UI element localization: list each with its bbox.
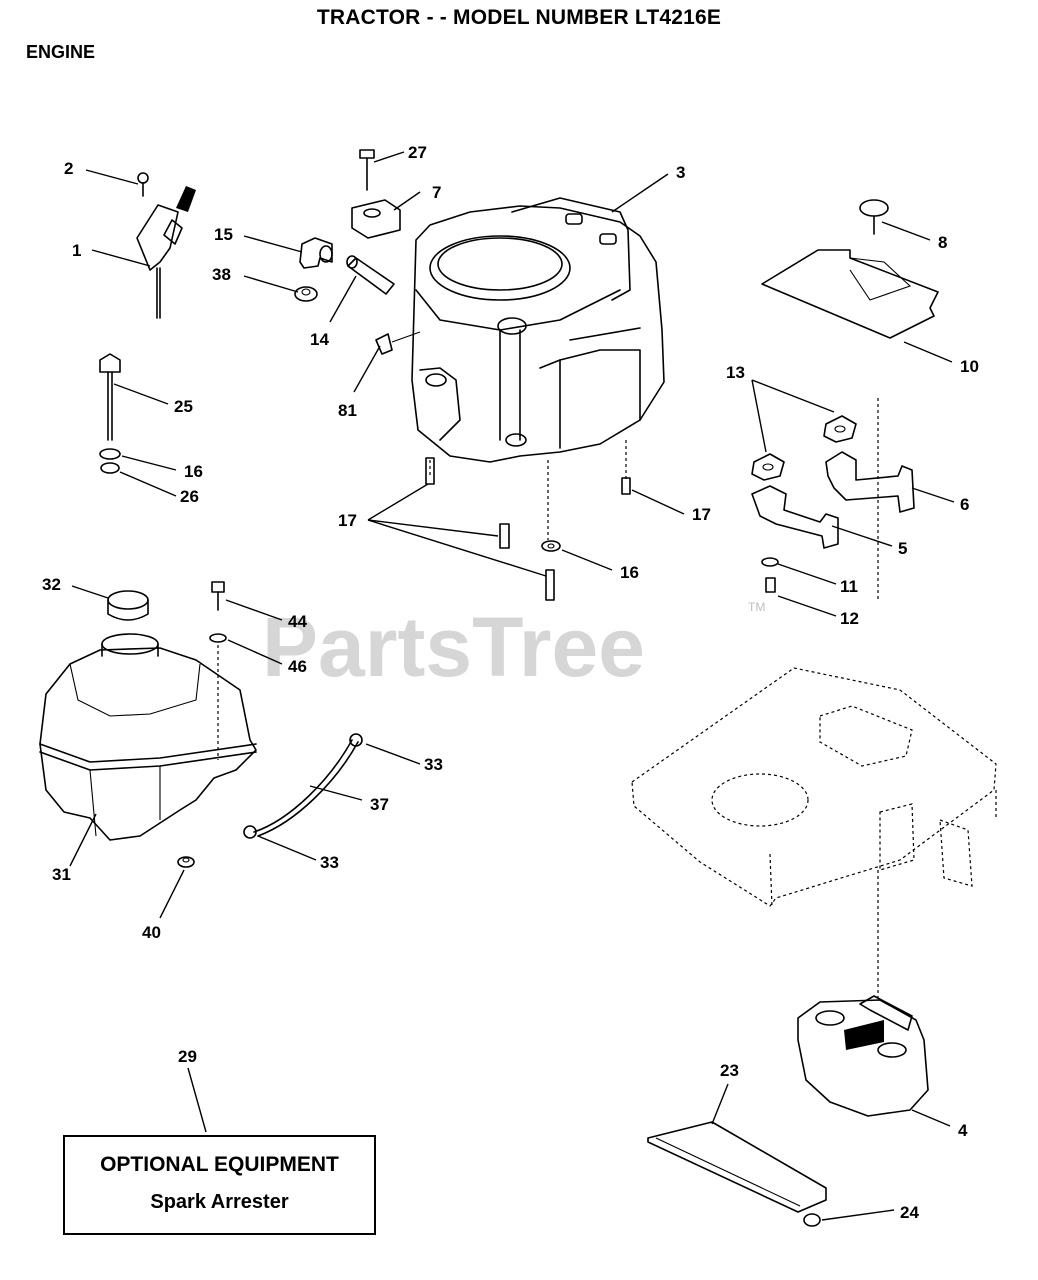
part-27-bolt: [359, 149, 375, 191]
part-12-bolt: [765, 577, 776, 593]
callout-33-bottom: 33: [320, 853, 339, 872]
callout-5: 5: [898, 539, 907, 558]
tractor-frame: [631, 667, 997, 907]
part-17-bolt-upper: [425, 457, 435, 485]
callout-15: 15: [214, 225, 233, 244]
callout-24: 24: [900, 1203, 919, 1222]
callout-2: 2: [64, 159, 73, 178]
part-1-throttle-control: [136, 186, 196, 319]
leader-lines: [69, 151, 955, 1221]
part-5-exhaust-pipe: [751, 485, 839, 549]
part-46-washer: [209, 633, 227, 643]
callout-13: 13: [726, 363, 745, 382]
callout-1: 1: [72, 241, 81, 260]
callout-23: 23: [720, 1061, 739, 1080]
callout-16-center: 16: [620, 563, 639, 582]
callout-44: 44: [288, 612, 307, 631]
part-7-clamp: [351, 199, 401, 239]
part-8-knob: [859, 199, 889, 235]
part-23-spark-arrester-screen: [647, 1121, 827, 1213]
part-37-fuel-line: [253, 739, 359, 837]
callout-40: 40: [142, 923, 161, 942]
part-13-gasket-top: [823, 415, 857, 443]
page-title: TRACTOR - - MODEL NUMBER LT4216E: [316, 6, 722, 29]
part-4-muffler: [797, 995, 929, 1117]
part-33-clamp-bottom: [243, 825, 257, 839]
part-16-washer-left: [99, 448, 121, 460]
callout-7: 7: [432, 183, 441, 202]
part-11-washer: [761, 557, 779, 567]
part-17-bolt-lower: [545, 569, 555, 601]
callout-81: 81: [338, 401, 357, 420]
part-6-exhaust-pipe: [825, 451, 915, 513]
watermark-tm: TM: [748, 600, 765, 614]
callout-17-left: 17: [338, 511, 357, 530]
part-14-tube: [346, 255, 395, 295]
callout-17-right: 17: [692, 505, 711, 524]
optional-equipment-title: OPTIONAL EQUIPMENT: [100, 1153, 339, 1176]
part-26-nut: [100, 462, 120, 474]
callout-25: 25: [174, 397, 193, 416]
callout-8: 8: [938, 233, 947, 252]
part-10-cover-plate: [761, 249, 939, 339]
callout-27: 27: [408, 143, 427, 162]
part-40-nut: [177, 856, 195, 868]
callout-16-left: 16: [184, 462, 203, 481]
callout-46: 46: [288, 657, 307, 676]
callout-33-top: 33: [424, 755, 443, 774]
callout-6: 6: [960, 495, 969, 514]
part-16-washer-center: [541, 540, 561, 552]
callout-38: 38: [212, 265, 231, 284]
optional-equipment-item: Spark Arrester: [150, 1191, 289, 1213]
callout-14: 14: [310, 330, 329, 349]
part-81-fitting: [375, 331, 421, 355]
optional-equipment-box: OPTIONAL EQUIPMENT Spark Arrester: [63, 1135, 376, 1235]
section-title: ENGINE: [26, 42, 96, 62]
part-3-engine: [411, 197, 665, 463]
callout-31: 31: [52, 865, 71, 884]
part-13-gasket-left: [751, 453, 785, 481]
callout-12: 12: [840, 609, 859, 628]
part-44-screw: [211, 581, 225, 611]
callout-3: 3: [676, 163, 685, 182]
part-31-fuel-tank: [39, 633, 257, 841]
part-17-bolt-right: [621, 477, 631, 495]
part-33-clamp-top: [349, 733, 363, 747]
callout-32: 32: [42, 575, 61, 594]
part-15-elbow: [299, 237, 333, 269]
part-2-screw: [137, 172, 149, 197]
part-25-bolt: [99, 353, 121, 441]
part-32-fuel-cap: [107, 590, 149, 621]
part-38-nut: [294, 286, 318, 302]
callout-10: 10: [960, 357, 979, 376]
callout-29: 29: [178, 1047, 197, 1066]
callout-11: 11: [840, 577, 858, 596]
watermark-text: PartsTree: [262, 600, 645, 694]
part-17-bolt-middle: [499, 523, 510, 549]
part-24-screw: [803, 1213, 821, 1227]
callout-26: 26: [180, 487, 199, 506]
callout-4: 4: [958, 1121, 968, 1140]
callout-37: 37: [370, 795, 389, 814]
